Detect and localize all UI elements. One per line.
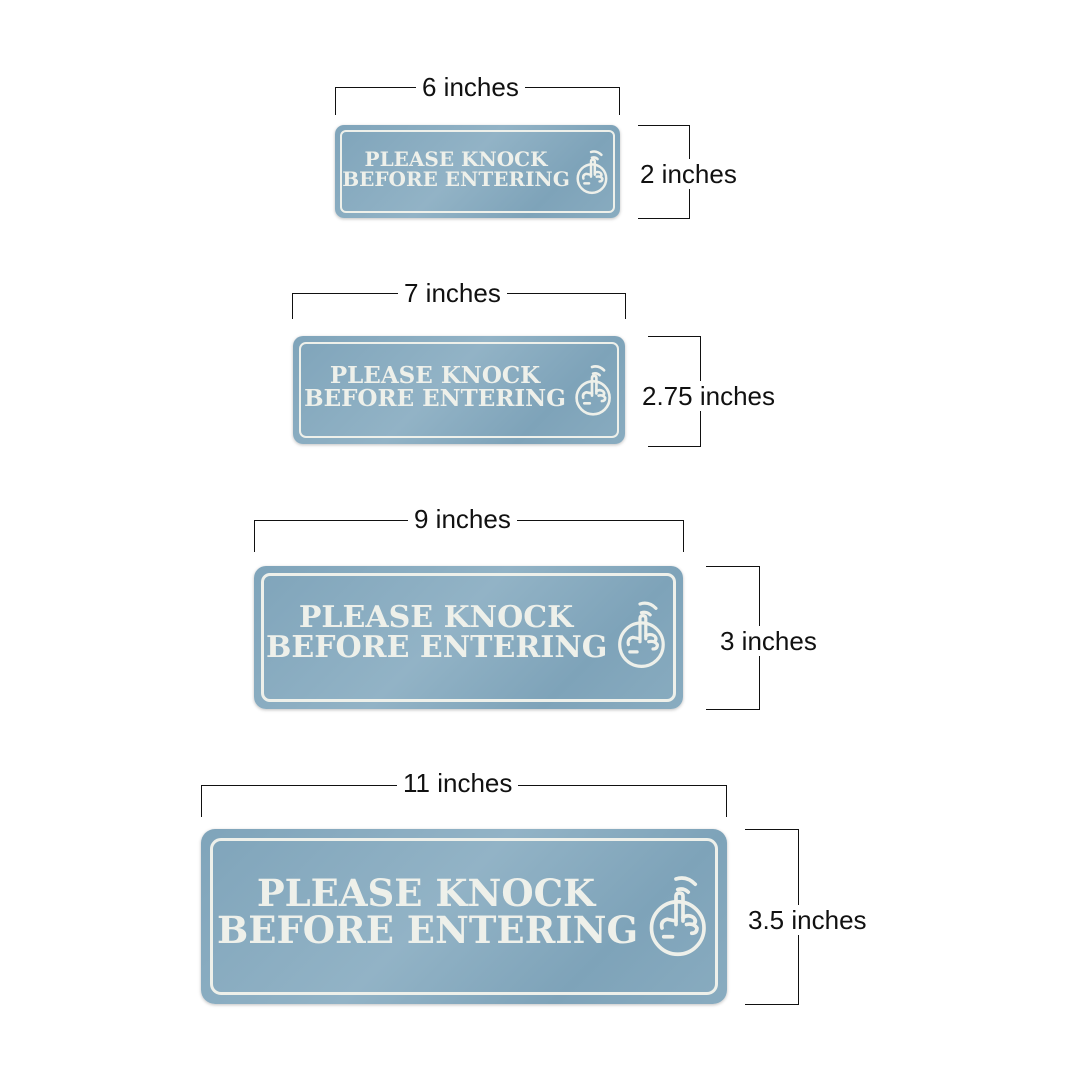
sign-text-line1: PLEASE KNOCK <box>298 600 574 635</box>
sign-text-line2: BEFORE ENTERING <box>342 167 570 191</box>
height-label: 3 inches <box>716 626 821 656</box>
height-label: 2 inches <box>636 159 741 189</box>
sign-text-line1: PLEASE KNOCK <box>256 871 596 915</box>
height-bracket-top <box>706 566 760 567</box>
height-bracket-top <box>648 336 701 337</box>
width-bracket-right <box>619 87 620 115</box>
sign-plate: PLEASE KNOCK BEFORE ENTERING <box>293 336 625 444</box>
sign-border <box>210 838 718 995</box>
sign-plate: PLEASE KNOCK BEFORE ENTERING <box>335 125 620 218</box>
sign-plate: PLEASE KNOCK BEFORE ENTERING <box>254 566 683 709</box>
sign-text-line1: PLEASE KNOCK <box>329 362 541 389</box>
width-bracket-left <box>201 785 202 817</box>
width-label: 11 inches <box>397 770 519 796</box>
width-bracket-left <box>254 520 255 552</box>
height-bracket-top <box>745 829 799 830</box>
height-bracket-bottom <box>638 218 690 219</box>
height-label: 3.5 inches <box>744 905 871 935</box>
sign-border <box>261 573 676 702</box>
sign-text-line1: PLEASE KNOCK <box>364 147 548 171</box>
knocking-hand-icon <box>576 150 608 195</box>
width-label: 6 inches <box>416 74 525 100</box>
sign-border <box>340 130 615 213</box>
sign-text-line2: BEFORE ENTERING <box>304 385 566 412</box>
sign-text: PLEASE KNOCK BEFORE ENTERING <box>341 149 571 189</box>
width-bracket-right <box>726 785 727 817</box>
width-label: 9 inches <box>408 506 517 532</box>
knocking-hand-icon <box>575 365 611 416</box>
width-bracket-left <box>335 87 336 115</box>
sign-text: PLEASE KNOCK BEFORE ENTERING <box>301 364 569 410</box>
height-bracket-bottom <box>745 1004 799 1005</box>
width-bracket-left <box>292 293 293 319</box>
height-bracket-top <box>638 125 690 126</box>
height-bracket-bottom <box>706 709 760 710</box>
sign-plate: PLEASE KNOCK BEFORE ENTERING <box>201 829 727 1004</box>
height-bracket-bottom <box>648 446 701 447</box>
sign-text-line2: BEFORE ENTERING <box>217 908 639 952</box>
sign-text-line2: BEFORE ENTERING <box>266 630 608 665</box>
height-label: 2.75 inches <box>638 381 779 411</box>
width-bracket-right <box>683 520 684 552</box>
sign-text: PLEASE KNOCK BEFORE ENTERING <box>217 871 639 952</box>
width-bracket-right <box>625 293 626 319</box>
knocking-hand-icon <box>618 601 665 668</box>
sign-border <box>299 342 619 438</box>
knocking-hand-icon <box>649 876 706 957</box>
sign-text: PLEASE KNOCK BEFORE ENTERING <box>266 600 608 665</box>
width-label: 7 inches <box>398 280 507 306</box>
